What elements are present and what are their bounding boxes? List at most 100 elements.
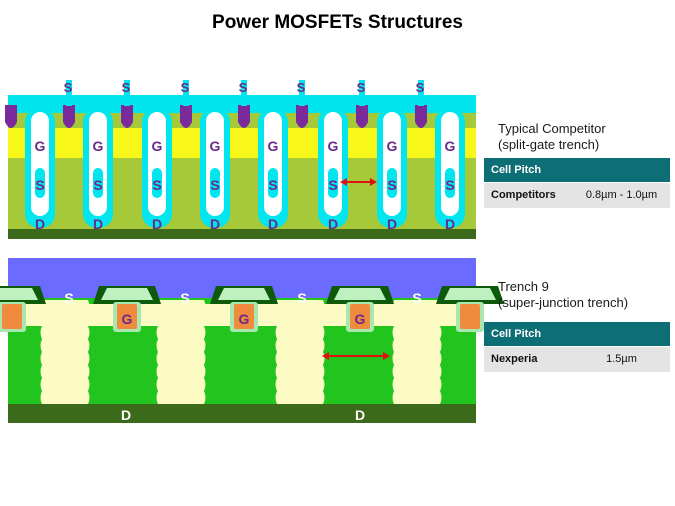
shield-electrode [387,168,397,198]
drain-label: D [355,407,365,423]
contact-plug [299,80,305,106]
source-contact [238,105,250,128]
trench-fill [206,112,224,216]
spacer [334,288,386,300]
arrow-head-left [322,352,329,360]
table-row: Nexperia 1.5µm [484,346,670,372]
source-label: S [357,80,366,95]
source-contact [296,105,308,128]
source-label: S [122,80,131,95]
source-contact [121,105,133,128]
source-label: S [64,80,73,95]
drain-label: D [93,216,103,232]
gate-electrode [117,304,137,329]
drain-label: D [121,407,131,423]
top-caption: Typical Competitor (split-gate trench) [498,121,606,153]
contact-plug [418,80,424,106]
source-label: S [152,177,161,193]
drain-substrate [8,404,476,423]
gate-cells [0,286,504,332]
gate-electrode [234,304,254,329]
row-value: 0.8µm - 1.0µm [585,189,658,201]
spacer [101,288,153,300]
contact-plug [359,80,365,106]
shield-electrode [35,168,45,198]
trench-fill [31,112,49,216]
source-label: S [445,177,454,193]
trench-fill [264,112,282,216]
drain-label: D [445,216,455,232]
source-label: S [64,290,73,306]
spacer [444,288,496,300]
arrow-head-right [383,352,390,360]
gate-label: G [93,138,104,154]
shield-electrode [445,168,455,198]
trench-fill [324,112,342,216]
shield-electrode [328,168,338,198]
source-label: S [180,290,189,306]
shield-electrode [152,168,162,198]
source-contact [415,105,427,128]
drain-label: D [268,216,278,232]
drain-label: D [210,216,220,232]
gate-label: G [328,138,339,154]
p-pillar [156,300,206,404]
trench-fill [383,112,401,216]
trench-fill [441,112,459,216]
contact-plug [241,80,247,106]
arrow-head-right [370,178,377,186]
table-header: Cell Pitch [484,158,670,182]
p-pillar [275,300,325,404]
gate-label: G [387,138,398,154]
source-label: S [416,80,425,95]
row-label: Competitors [491,189,556,201]
top-caption-title: Typical Competitor [498,121,606,136]
source-contact [356,105,368,128]
gate-label: G [268,138,279,154]
trench-cells [5,80,465,228]
bottom-caption-title: Trench 9 [498,279,549,294]
bottom-caption-subtitle: (super-junction trench) [498,295,629,310]
source-label: S [239,80,248,95]
spacer [0,288,38,300]
source-label: S [181,80,190,95]
bottom-cell-pitch-table: Cell Pitch Nexperia 1.5µm [484,322,670,372]
gate-electrode [350,304,370,329]
source-label: S [93,177,102,193]
page-title: Power MOSFETs Structures [212,12,463,33]
row-value: 1.5µm [606,353,637,365]
super-junction-pillars [40,300,442,404]
trench-fill [89,112,107,216]
p-pillar [392,300,442,404]
contact-plug [124,80,130,106]
table-row: Competitors 0.8µm - 1.0µm [484,182,670,208]
source-label: S [412,290,421,306]
source-label: S [328,177,337,193]
shield-electrode [93,168,103,198]
drain-label: D [35,216,45,232]
table-header: Cell Pitch [484,322,670,346]
source-contact [180,105,192,128]
gate-label: G [210,138,221,154]
bottom-caption: Trench 9 (super-junction trench) [498,279,628,311]
top-caption-subtitle: (split-gate trench) [498,137,600,152]
source-label: S [268,177,277,193]
gate-label: G [445,138,456,154]
source-contact [63,105,75,128]
source-contact [5,105,17,128]
source-label: S [210,177,219,193]
shield-electrode [210,168,220,198]
source-label: S [387,177,396,193]
contact-plug [66,80,72,106]
source-label: S [297,80,306,95]
spacer [218,288,270,300]
shield-electrode [268,168,278,198]
gate-electrode [460,304,480,329]
gate-label: G [152,138,163,154]
drain-label: D [387,216,397,232]
